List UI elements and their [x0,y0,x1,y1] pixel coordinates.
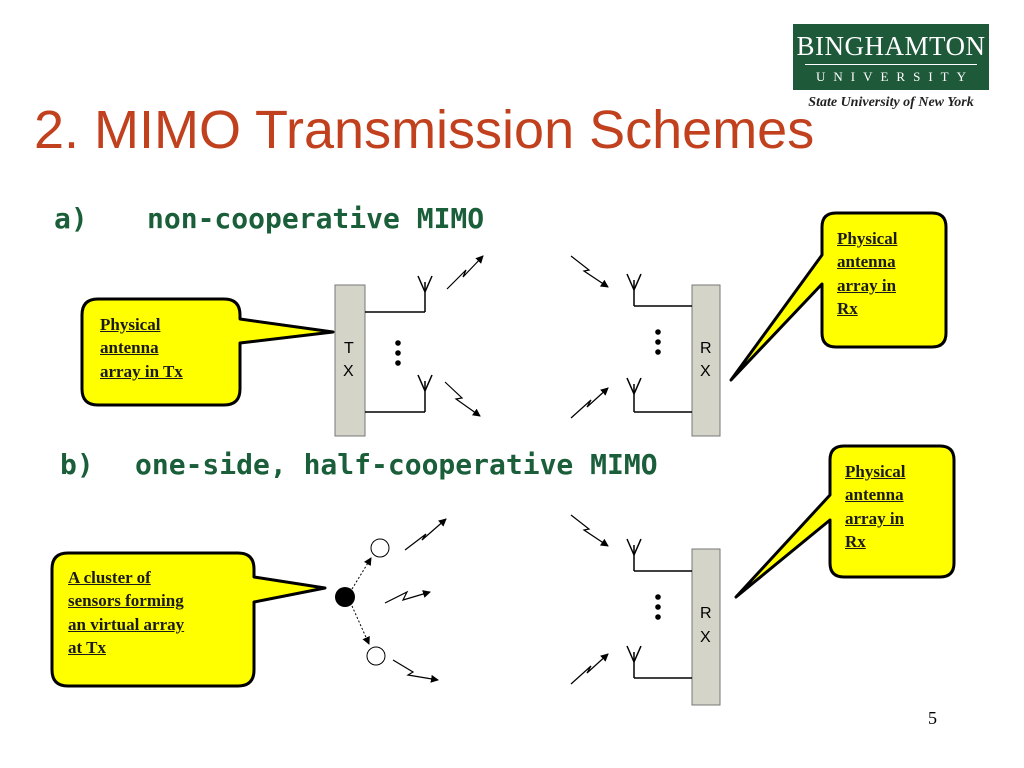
callout-line: array in [837,275,897,295]
rx-box-a-label-x: X [700,363,711,380]
callout-line: array in [845,508,905,528]
callout-line: an virtual array [68,614,185,634]
callout-line: Physical [100,315,161,334]
tx-antenna-top [365,275,433,313]
rx-box-b-label-x: X [700,629,711,646]
callout-line: antenna [100,338,159,358]
callout-bubble-tx-a [80,297,335,407]
rx-a-ellipsis-dots [655,329,661,355]
rx-box-b [691,548,721,706]
callout-line: array in Tx [100,361,183,381]
sensor-node-top [370,538,390,558]
callout-tx-a-text: Physical antenna array in Tx [100,313,183,383]
university-logo: BINGHAMTON UNIVERSITY State University o… [793,24,989,111]
signal-arrow-b2 [384,590,431,604]
tx-box [334,284,366,437]
signal-arrow-a3 [570,255,609,288]
callout-cluster-b-text: A cluster of sensors forming an virtual … [68,566,184,660]
section-a-label: a) [54,202,88,235]
sensor-node-center [335,587,355,607]
callout-line: antenna [837,252,896,272]
section-b-heading: b) one-side, half-cooperative MIMO [60,451,658,479]
rx-b-antenna-bottom [626,645,692,679]
section-b-label: b) [60,448,94,481]
tx-box-label-t: T [344,340,354,357]
slide-title: 2. MIMO Transmission Schemes [34,100,815,160]
signal-arrow-a1 [446,255,484,290]
callout-bubble-rx-a [729,211,948,382]
callout-rx-a-text: Physical antenna array in Rx [837,227,897,321]
logo-subtitle: UNIVERSITY [816,69,974,84]
signal-arrow-a2 [444,381,481,417]
callout-line: Physical [845,462,906,481]
cooperation-link-up [351,557,372,590]
section-b-text: one-side, half-cooperative MIMO [135,448,658,481]
callout-line: at Tx [68,638,106,658]
callout-line: Physical [837,229,898,248]
tx-antenna-bottom [365,374,433,413]
tx-box-label-x: X [343,363,354,380]
rx-box-a-label-r: R [700,340,712,357]
cooperation-link-down [351,605,370,645]
section-a-heading: a) non-cooperative MIMO [54,205,484,233]
signal-arrow-b1 [404,518,447,551]
rx-b-antenna-top [626,538,692,572]
rx-a-antenna-bottom [626,377,692,413]
signal-arrow-b4 [570,514,609,547]
logo-box: BINGHAMTON UNIVERSITY [793,24,989,90]
logo-divider [805,64,977,65]
callout-line: Rx [845,532,866,552]
page-number: 5 [928,708,937,728]
tx-ellipsis-dots [395,340,401,366]
rx-box-a [691,284,721,437]
sensor-node-bottom [366,646,386,666]
callout-line: antenna [845,485,904,505]
signal-arrow-a4 [570,387,609,419]
callout-bubble-cluster-b [50,551,327,688]
callout-line: Rx [837,299,858,319]
callout-line: sensors forming [68,591,184,611]
callout-line: A cluster of [68,568,151,587]
rx-a-antenna-top [626,273,692,307]
logo-tagline: State University of New York [808,95,974,110]
rx-box-b-label-r: R [700,605,712,622]
callout-rx-b-text: Physical antenna array in Rx [845,460,905,554]
section-a-text: non-cooperative MIMO [147,202,485,235]
logo-name: BINGHAMTON [796,31,986,61]
signal-arrow-b3 [392,659,439,683]
rx-b-ellipsis-dots [655,594,661,620]
callout-bubble-rx-b [734,444,956,599]
signal-arrow-b5 [570,653,609,685]
